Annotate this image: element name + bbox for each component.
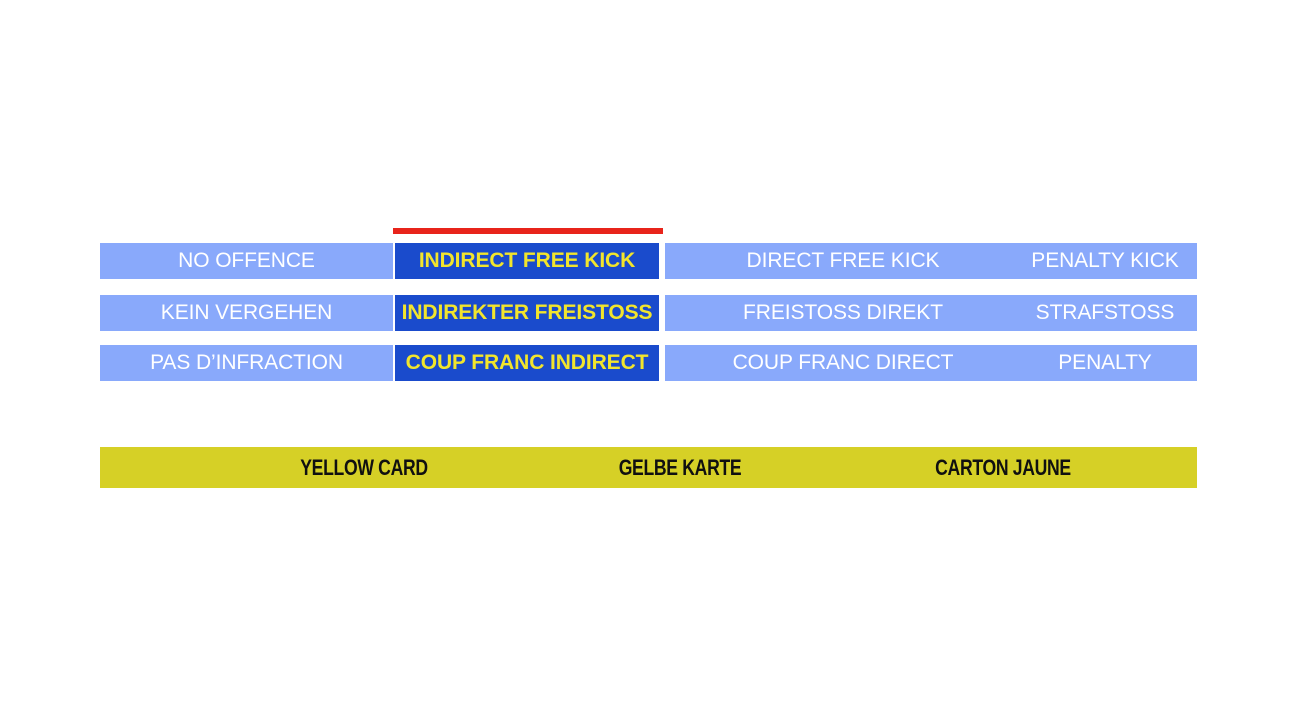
cell-penalty-kick-french[interactable]: PENALTY bbox=[1058, 351, 1152, 374]
matrix-row: PAS D’INFRACTION COUP FRANC INDIRECT COU… bbox=[100, 345, 1197, 381]
cell-indirect-free-kick-german[interactable]: INDIREKTER FREISTOSS bbox=[395, 295, 659, 331]
cell-group-right-french: COUP FRANC DIRECT PENALTY bbox=[665, 345, 1197, 381]
cell-direct-free-kick-english[interactable]: DIRECT FREE KICK bbox=[746, 249, 940, 272]
matrix-row: KEIN VERGEHEN INDIREKTER FREISTOSS FREIS… bbox=[100, 295, 1197, 331]
cell-penalty-kick-german[interactable]: STRAFSTOSS bbox=[1035, 301, 1175, 324]
cell-group-right-german: FREISTOSS DIREKT STRAFSTOSS bbox=[665, 295, 1197, 331]
red-underline-marker bbox=[393, 228, 663, 234]
cell-penalty-kick-english[interactable]: PENALTY KICK bbox=[1031, 249, 1179, 272]
cell-indirect-free-kick-english[interactable]: INDIRECT FREE KICK bbox=[395, 243, 659, 279]
yellow-card-label-english: YELLOW CARD bbox=[300, 455, 428, 480]
cell-group-right-english: DIRECT FREE KICK PENALTY KICK bbox=[665, 243, 1197, 279]
cell-no-offence-french[interactable]: PAS D’INFRACTION bbox=[100, 345, 393, 381]
yellow-card-banner: YELLOW CARD GELBE KARTE CARTON JAUNE bbox=[100, 447, 1197, 488]
cell-direct-free-kick-french[interactable]: COUP FRANC DIRECT bbox=[732, 351, 954, 374]
matrix-row: NO OFFENCE INDIRECT FREE KICK DIRECT FRE… bbox=[100, 243, 1197, 279]
cell-no-offence-german[interactable]: KEIN VERGEHEN bbox=[100, 295, 393, 331]
cell-indirect-free-kick-french[interactable]: COUP FRANC INDIRECT bbox=[395, 345, 659, 381]
yellow-card-label-french: CARTON JAUNE bbox=[935, 455, 1071, 480]
yellow-card-label-german: GELBE KARTE bbox=[618, 455, 742, 480]
cell-direct-free-kick-german[interactable]: FREISTOSS DIREKT bbox=[743, 301, 943, 324]
cell-no-offence-english[interactable]: NO OFFENCE bbox=[100, 243, 393, 279]
